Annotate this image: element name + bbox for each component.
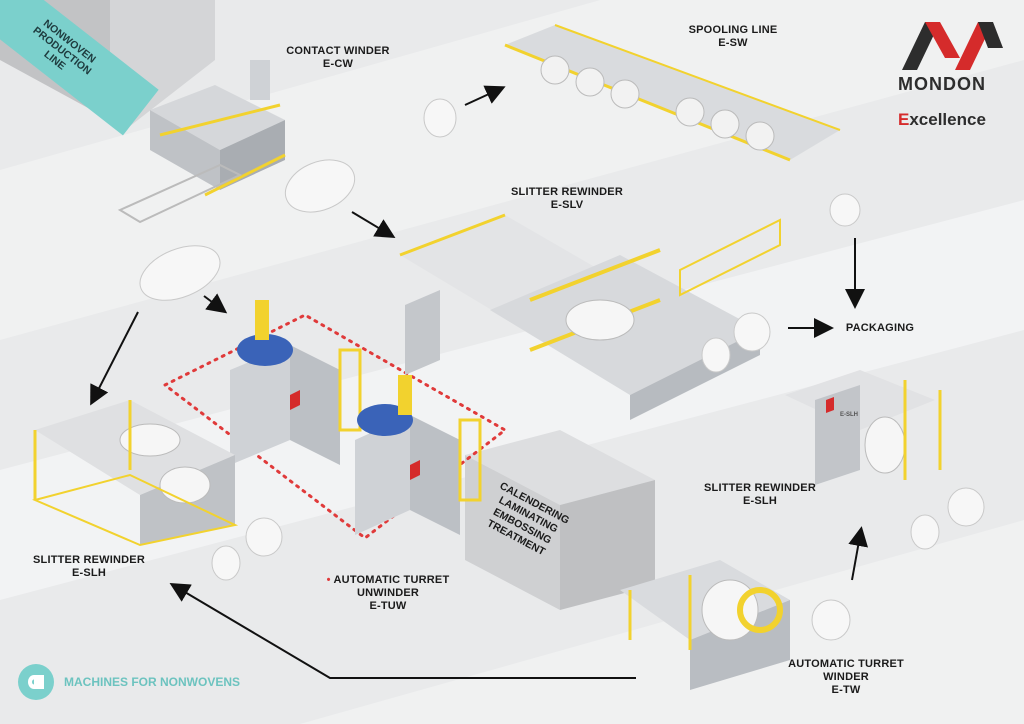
toilet-roll-icon bbox=[18, 664, 54, 700]
label-code: E-TW bbox=[831, 684, 861, 696]
roll bbox=[701, 337, 731, 373]
label-code: E-SLH bbox=[743, 495, 777, 507]
roll bbox=[733, 312, 771, 352]
roll bbox=[947, 487, 985, 527]
arrow-to-slh-left bbox=[90, 311, 139, 406]
footer-label: MACHINES FOR NONWOVENS bbox=[64, 675, 241, 689]
label-turret-unwinder: • AUTOMATIC TURRET UNWINDER E-TUW bbox=[318, 574, 458, 613]
brand-tagline-accent: E bbox=[898, 110, 910, 129]
roll bbox=[910, 514, 940, 550]
label-spooling-line: SPOOLING LINE E-SW bbox=[663, 24, 803, 50]
roll bbox=[829, 193, 861, 227]
machine-badge: E-SLH bbox=[840, 412, 858, 418]
brand-tagline-rest: xcellence bbox=[909, 110, 986, 129]
spooling-line-machine bbox=[504, 24, 841, 162]
label-slitter-rewinder-slh-right: SLITTER REWINDER E-SLH bbox=[685, 482, 835, 508]
label-packaging: PACKAGING bbox=[830, 322, 930, 335]
label-slitter-rewinder-slh-left: SLITTER REWINDER E-SLH bbox=[14, 554, 164, 580]
label-name: SLITTER REWINDER bbox=[33, 554, 145, 566]
arrow-to-slv bbox=[351, 211, 396, 239]
treatment-cube bbox=[465, 430, 655, 610]
arrow-to-unwinder bbox=[203, 293, 228, 314]
brand-tagline: Excellence bbox=[898, 110, 986, 130]
brand-logo-icon bbox=[902, 22, 1003, 70]
label-turret-winder: AUTOMATIC TURRET WINDER E-TW bbox=[776, 658, 916, 697]
roll bbox=[211, 545, 241, 581]
arrow-to-spooling bbox=[464, 85, 506, 106]
label-name2: WINDER bbox=[823, 671, 869, 683]
label-code: E-SLV bbox=[550, 199, 584, 211]
arrow-tw-to-slh-left bbox=[169, 582, 636, 679]
label-code: E-TUW bbox=[369, 600, 407, 612]
roll bbox=[245, 517, 283, 557]
slitter-rewinder-slv-machine bbox=[399, 213, 781, 420]
label-name: AUTOMATIC TURRET bbox=[788, 658, 904, 670]
label-name: PACKAGING bbox=[845, 322, 915, 334]
roll bbox=[139, 245, 221, 301]
slitter-rewinder-slh-right-machine bbox=[785, 370, 942, 485]
label-slitter-rewinder-slv: SLITTER REWINDER E-SLV bbox=[492, 186, 642, 212]
flow-arrows bbox=[90, 85, 869, 679]
label-name: SLITTER REWINDER bbox=[511, 186, 623, 198]
label-contact-winder: CONTACT WINDER E-CW bbox=[268, 45, 408, 71]
arrow-tw-to-slh-right bbox=[848, 526, 869, 581]
label-name: CONTACT WINDER bbox=[286, 45, 390, 57]
turret-unwinder-machine-2 bbox=[355, 375, 482, 535]
label-name: SLITTER REWINDER bbox=[704, 482, 816, 494]
turret-winder-machine bbox=[620, 560, 790, 690]
label-code: E-SW bbox=[718, 37, 748, 49]
turret-unwinder-machine-1 bbox=[230, 300, 362, 465]
rolls bbox=[139, 98, 985, 641]
roll bbox=[811, 599, 851, 641]
label-name2: UNWINDER bbox=[356, 587, 420, 599]
roll bbox=[284, 159, 356, 213]
contact-winder-machine bbox=[117, 60, 286, 224]
slitter-rewinder-slh-left-machine bbox=[31, 400, 239, 547]
label-code: E-SLH bbox=[72, 567, 106, 579]
label-name: SPOOLING LINE bbox=[688, 24, 778, 36]
brand-name: MONDON bbox=[898, 74, 986, 94]
footer: MACHINES FOR NONWOVENS bbox=[18, 664, 240, 700]
roll bbox=[423, 98, 457, 138]
label-code: E-CW bbox=[322, 58, 354, 70]
label-name: • AUTOMATIC TURRET bbox=[326, 574, 450, 586]
